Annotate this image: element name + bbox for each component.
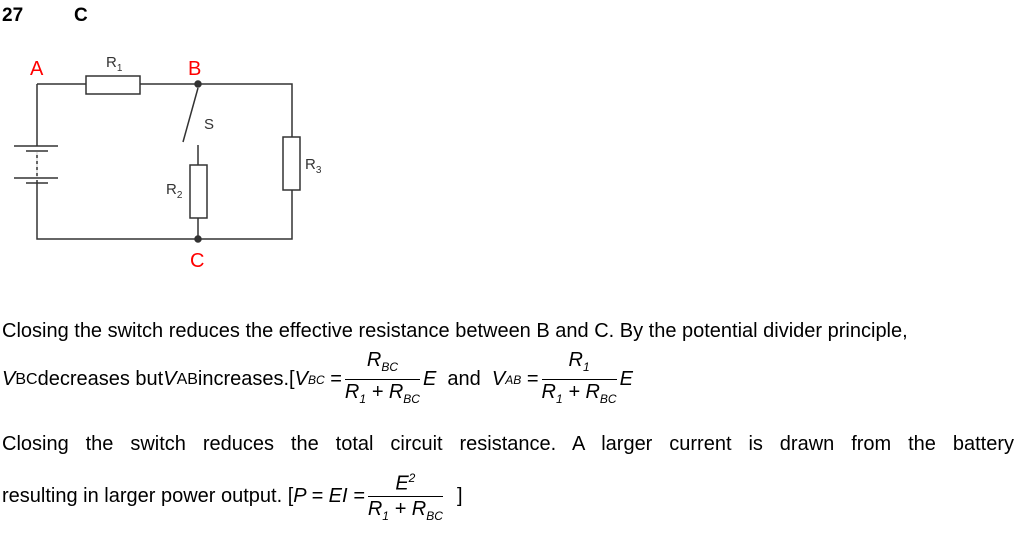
resistor-r2 bbox=[189, 164, 208, 219]
r1-label: R1 bbox=[106, 54, 123, 74]
r3-label: R3 bbox=[305, 156, 322, 176]
resistor-r3 bbox=[282, 136, 301, 191]
node-a-label: A bbox=[30, 58, 44, 80]
power-line2: resulting in larger power output. [P = E… bbox=[2, 466, 463, 528]
circuit-diagram bbox=[14, 75, 301, 243]
node-b-label: B bbox=[188, 58, 202, 80]
switch bbox=[182, 87, 199, 143]
r2-label: R2 bbox=[166, 181, 183, 201]
explanation-line1: Closing the switch reduces the effective… bbox=[2, 320, 908, 342]
wire bbox=[36, 83, 293, 240]
power-line1: Closing the switch reduces the total cir… bbox=[2, 433, 1014, 455]
node-c-label: C bbox=[190, 250, 205, 272]
resistor-r1 bbox=[85, 75, 141, 95]
question-number: 27 bbox=[2, 5, 24, 26]
battery bbox=[14, 145, 58, 184]
answer-letter: C bbox=[74, 5, 88, 26]
switch-label: S bbox=[204, 116, 215, 133]
